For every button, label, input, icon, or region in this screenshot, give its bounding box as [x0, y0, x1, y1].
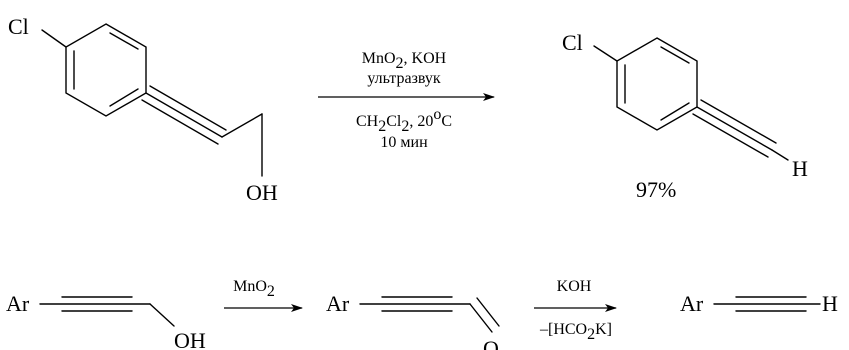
aryl-label: Ar: [680, 291, 704, 316]
mechanism-intermediate-ynal: Ar O: [326, 291, 500, 350]
mechanism-start-propargyl-alcohol: Ar OH: [6, 291, 206, 350]
product-chloro-phenylacetylene: Cl H 97%: [562, 30, 808, 202]
reactant-chloro-propargyl-alcohol: Cl OH: [8, 14, 278, 205]
chlorine-label: Cl: [562, 30, 583, 55]
condition-time: 10 мин: [380, 134, 428, 151]
hydroxyl-label: OH: [174, 328, 206, 350]
step2-byproduct: –[HCO2K]: [539, 321, 612, 343]
oxygen-label: O: [483, 336, 499, 350]
chlorine-label: Cl: [8, 14, 29, 39]
condition-reagents: MnO2, KOH: [362, 50, 447, 72]
mechanism-step1-arrow-group: MnO2: [224, 278, 303, 312]
mechanism-step2-arrow-group: KOH –[HCO2K]: [534, 278, 617, 343]
step1-reagent: MnO2: [233, 278, 275, 300]
yield-label: 97%: [636, 177, 676, 202]
hydrogen-label: H: [822, 291, 838, 316]
step2-base: KOH: [557, 278, 592, 295]
hydrogen-label: H: [792, 156, 808, 181]
hydroxyl-label: OH: [246, 180, 278, 205]
condition-ultrasound: ультразвук: [367, 70, 441, 87]
aryl-label: Ar: [6, 291, 30, 316]
top-reaction-arrow-group: MnO2, KOH ультразвук CH2Cl2, 20oC 10 мин: [318, 50, 495, 151]
condition-solvent-temperature: CH2Cl2, 20oC: [356, 106, 452, 135]
aryl-label: Ar: [326, 291, 350, 316]
mechanism-product-arylacetylene: Ar H: [680, 291, 838, 316]
